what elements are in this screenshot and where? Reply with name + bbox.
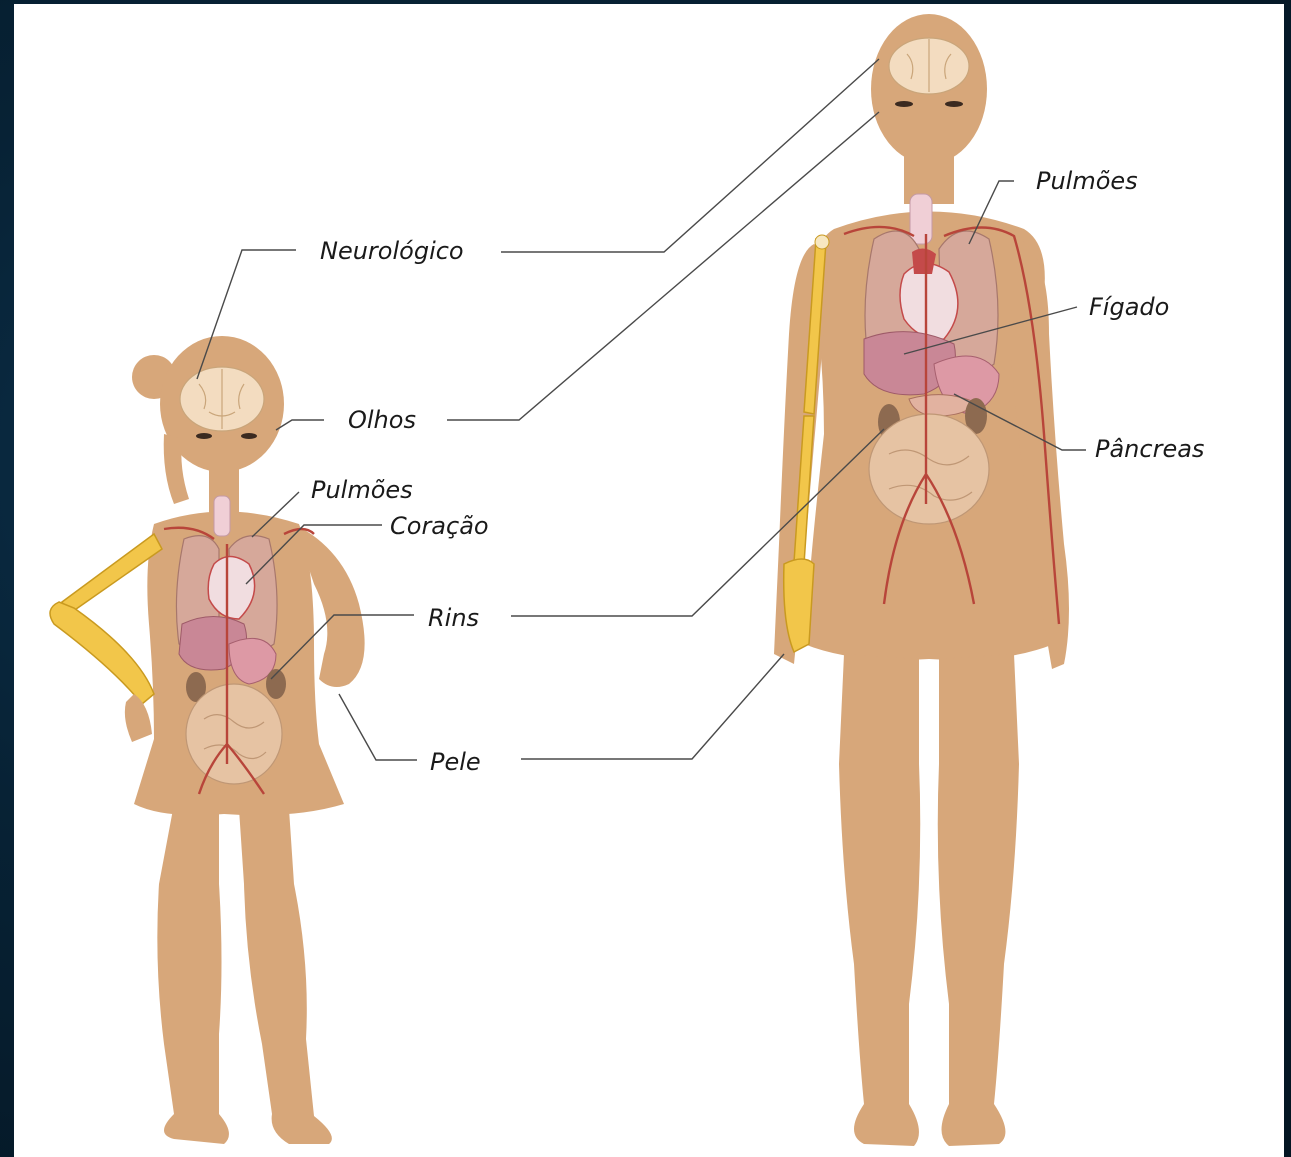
label-coracao: Coração	[390, 512, 489, 540]
leader-pele-adult	[521, 654, 784, 759]
child-figure	[50, 336, 365, 1144]
adult-intestines	[869, 414, 989, 524]
label-figado: Fígado	[1089, 293, 1169, 321]
leader-olhos-child	[276, 420, 324, 430]
adult-eye-left	[895, 101, 913, 107]
label-neurologico: Neurológico	[320, 237, 464, 265]
label-olhos: Olhos	[348, 406, 416, 434]
adult-eye-right	[945, 101, 963, 107]
label-pulmoes-adult: Pulmões	[1036, 167, 1138, 195]
label-pulmoes-child: Pulmões	[311, 476, 413, 504]
leader-pele-child	[339, 694, 417, 760]
label-pancreas: Pâncreas	[1095, 435, 1204, 463]
leader-neurologico-adult	[501, 59, 879, 252]
child-intestines	[186, 684, 282, 784]
child-eye-right	[241, 433, 257, 439]
label-rins: Rins	[428, 604, 479, 632]
child-eye-left	[196, 433, 212, 439]
label-pele: Pele	[430, 748, 481, 776]
anatomy-diagram: Neurológico Olhos Pulmões Coração Rins P…	[14, 4, 1284, 1157]
adult-figure	[774, 14, 1069, 1146]
diagram-panel: Neurológico Olhos Pulmões Coração Rins P…	[14, 4, 1284, 1157]
